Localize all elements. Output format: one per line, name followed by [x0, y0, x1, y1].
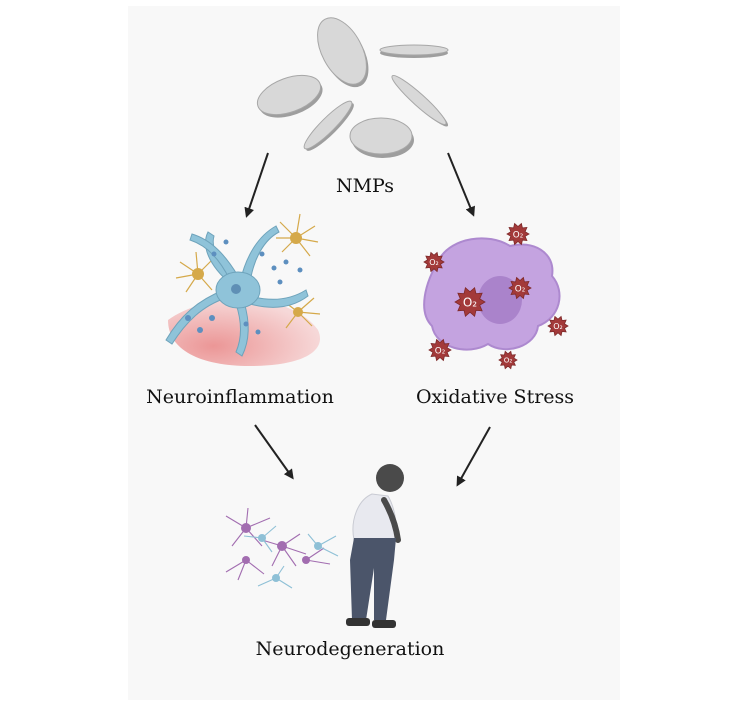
microplastic-disc-icon: [379, 44, 449, 58]
arrow-icon: [456, 426, 491, 487]
neurodegeneration-label: Neurodegeneration: [255, 638, 445, 660]
ros-symbol: O₂: [504, 356, 513, 365]
ros-star-icon: O₂: [423, 251, 445, 273]
arrow-icon: [244, 152, 269, 218]
arrow-icon: [254, 424, 294, 480]
ros-star-icon: O₂: [508, 276, 532, 300]
ros-symbol: O₂: [553, 322, 563, 331]
microplastic-disc-icon: [391, 75, 449, 127]
oxidative-stress-label: Oxidative Stress: [415, 386, 575, 408]
ros-star-icon: O₂: [428, 338, 452, 362]
ros-star-icon: O₂: [454, 286, 486, 318]
neuron-network-icon: [225, 507, 339, 589]
microplastic-disc-icon: [349, 117, 414, 158]
ros-star-icon: O₂: [506, 222, 530, 246]
ros-symbol: O₂: [515, 284, 525, 294]
ros-particles: O₂ O₂ O₂ O₂ O₂ O₂ O₂: [423, 222, 569, 370]
ros-star-icon: O₂: [547, 315, 569, 337]
glial-cell-icon: [165, 213, 321, 366]
ros-symbol: O₂: [429, 258, 439, 267]
elderly-person-icon: [346, 464, 404, 628]
ros-symbol: O₂: [513, 230, 523, 240]
microplastic-disc-icon: [303, 100, 354, 151]
ros-cell-icon: [423, 237, 561, 351]
microplastic-disc-icon: [256, 74, 323, 118]
arrow-icon: [447, 152, 475, 217]
ros-symbol: O₂: [463, 296, 477, 310]
ros-symbol: O₂: [435, 346, 445, 356]
neuroinflammation-label: Neuroinflammation: [146, 386, 334, 408]
ros-star-icon: O₂: [498, 350, 518, 370]
microplastic-discs: [256, 17, 449, 158]
microplastic-disc-icon: [317, 17, 369, 88]
nmps-label: NMPs: [335, 175, 395, 197]
